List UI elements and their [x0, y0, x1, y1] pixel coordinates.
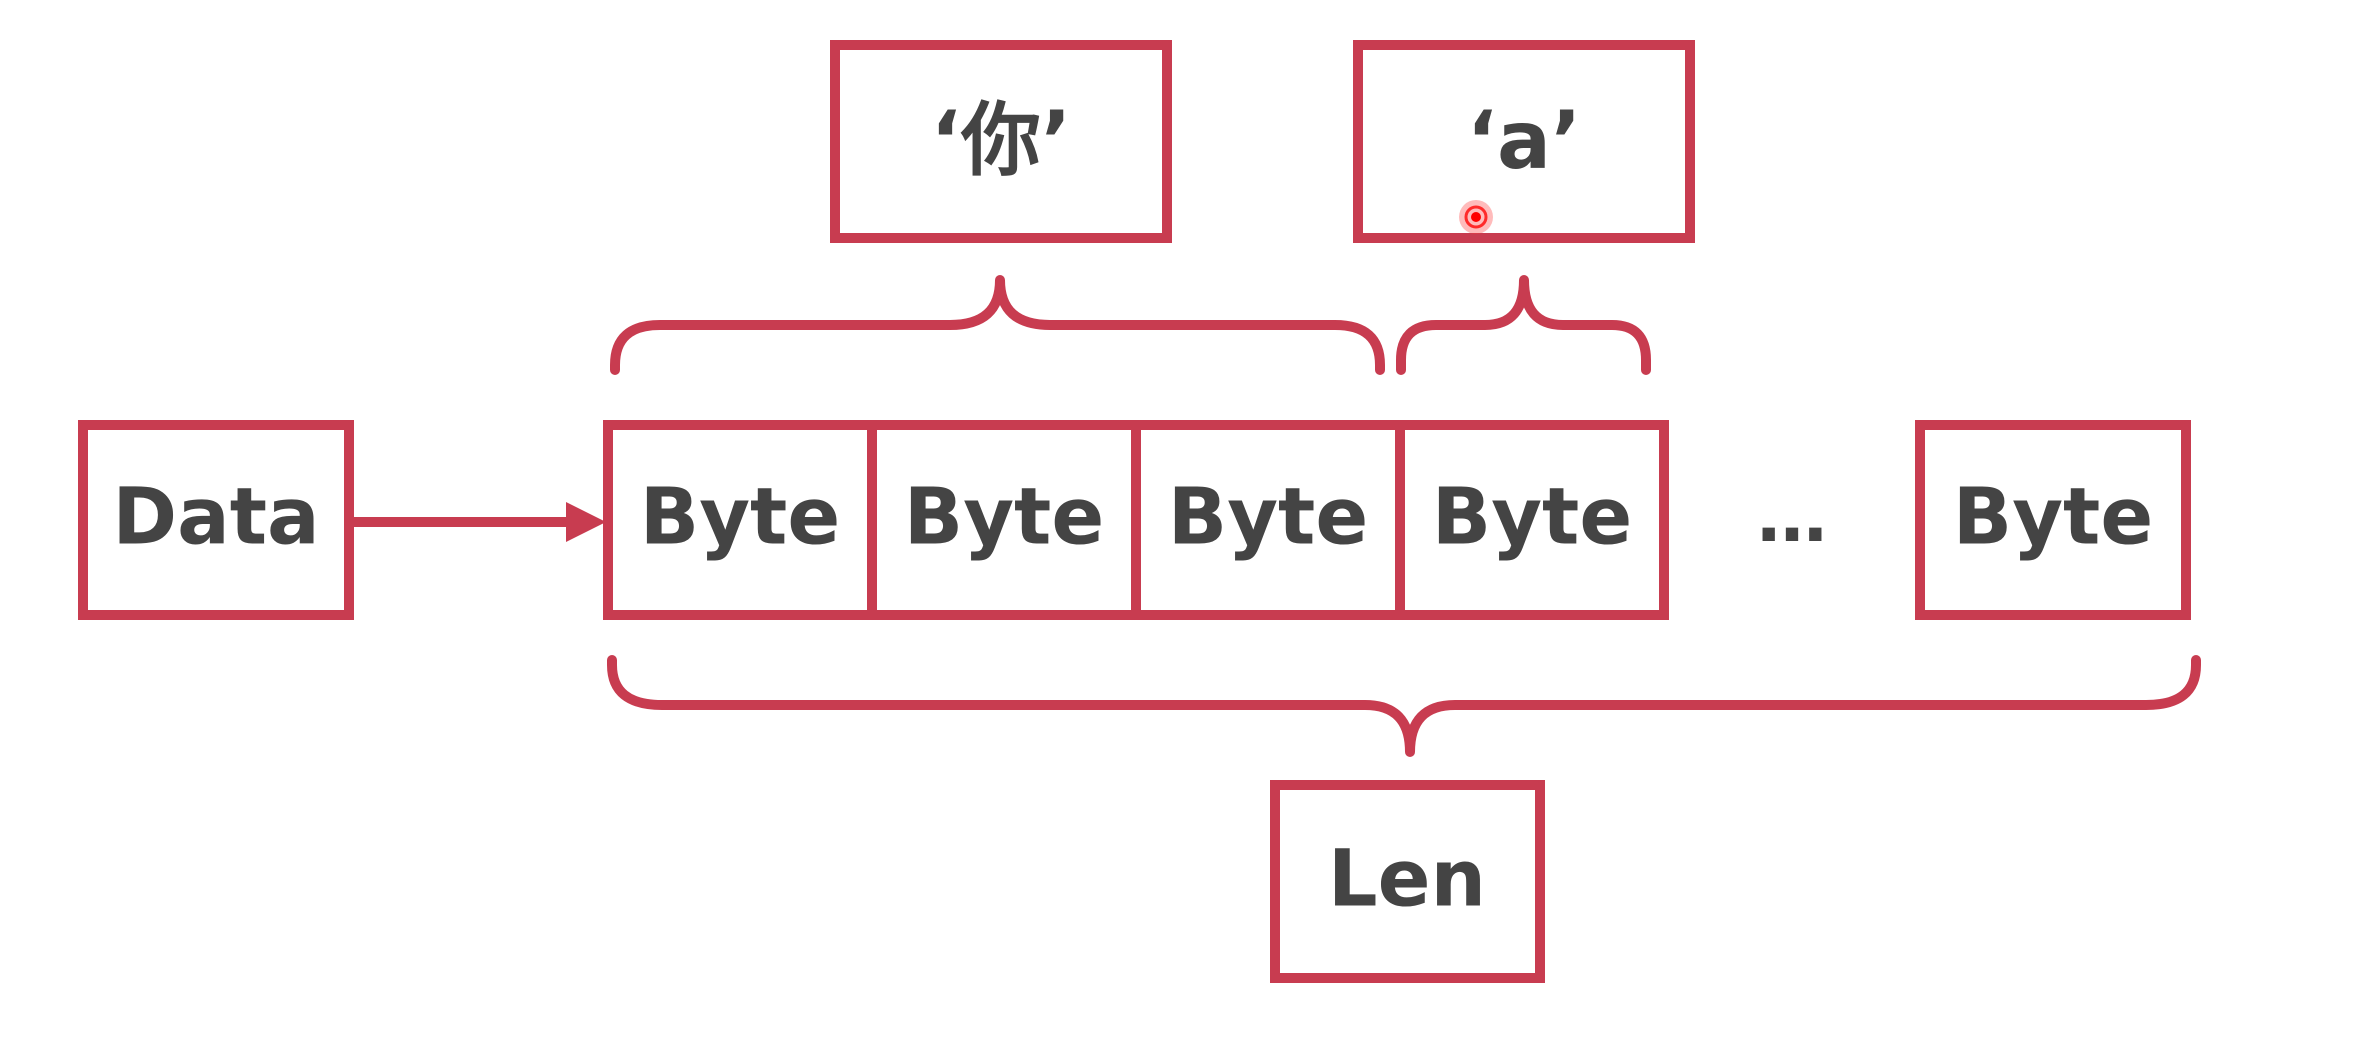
byte-label: Byte — [640, 472, 840, 562]
last-byte-label: Byte — [1953, 472, 2153, 562]
data-label: Data — [112, 472, 319, 562]
byte-cell — [1395, 420, 1669, 620]
byte-label: Byte — [1168, 472, 1368, 562]
byte-label: Byte — [904, 472, 1104, 562]
brace-char-a — [1396, 275, 1651, 375]
len-box: Len — [1270, 780, 1545, 983]
data-box: Data — [78, 420, 354, 620]
mouse-pointer-icon — [1459, 200, 1493, 234]
byte-label: Byte — [1432, 472, 1632, 562]
ellipsis-label: … — [1757, 476, 1827, 558]
char-ni-box: ‘你’ — [830, 40, 1172, 243]
char-ni-label: ‘你’ — [931, 94, 1072, 187]
len-label: Len — [1328, 834, 1486, 924]
brace-char-ni — [610, 275, 1385, 375]
char-a-label: ‘a’ — [1467, 94, 1582, 187]
char-a-box: ‘a’ — [1353, 40, 1695, 243]
brace-len — [607, 655, 2201, 757]
data-pointer-arrowhead — [566, 502, 606, 542]
last-byte-box: Byte — [1915, 420, 2191, 620]
byte-array: Byte Byte Byte Byte — [603, 420, 1669, 620]
